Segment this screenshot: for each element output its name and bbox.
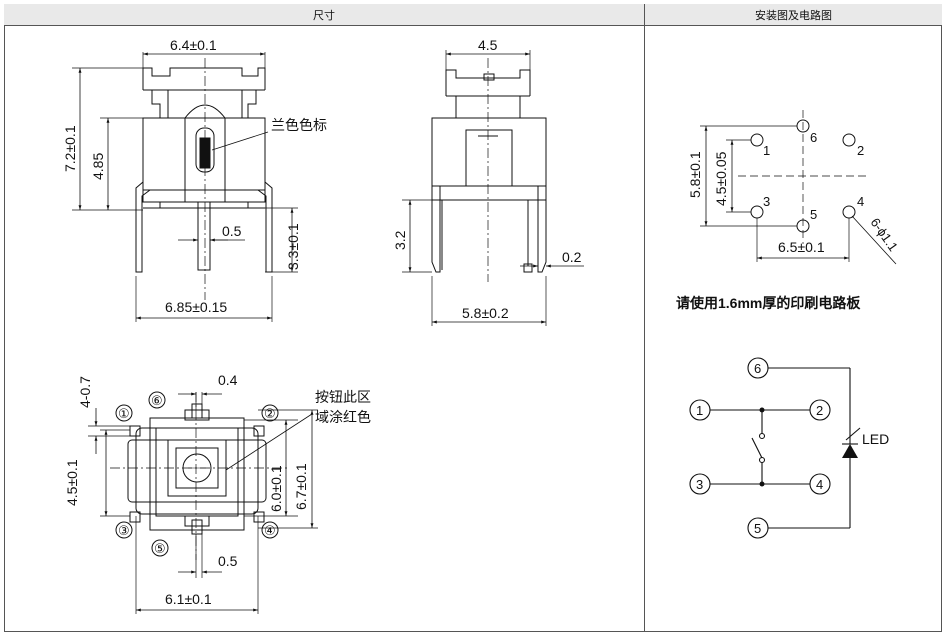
side-view xyxy=(72,52,298,322)
side-pin-width-label: 0.5 xyxy=(222,223,242,239)
bottom-dim-side-label: 4-0.7 xyxy=(77,376,93,408)
side-top-width-label: 6.4±0.1 xyxy=(170,37,217,53)
bottom-dim-bottom-label: 6.1±0.1 xyxy=(165,591,212,607)
install-hole-3: 3 xyxy=(763,194,770,209)
bottom-pin-5: ⑤ xyxy=(154,541,166,556)
circuit-diagram xyxy=(689,357,861,539)
bottom-pin-1: ① xyxy=(118,406,130,421)
column-divider xyxy=(644,4,645,632)
bottom-pin-4: ④ xyxy=(264,523,276,538)
install-hole-5: 5 xyxy=(810,207,817,222)
install-footprint xyxy=(700,110,897,265)
header-install-circuit-label: 安装图及电路图 xyxy=(755,8,832,22)
install-hole-1: 1 xyxy=(763,143,770,158)
junction-dot-bottom xyxy=(759,481,765,487)
bottom-dim-height-label: 4.5±0.1 xyxy=(64,459,80,506)
install-hole-dim-label: 6-ϕ1.1 xyxy=(868,215,901,254)
led-label: LED xyxy=(862,431,889,447)
led-diode-icon xyxy=(842,444,858,458)
front-top-width-label: 4.5 xyxy=(478,37,498,53)
side-total-height-label: 7.2±0.1 xyxy=(62,125,78,172)
side-color-marker-label: 兰色色标 xyxy=(271,117,327,133)
circuit-node-4: 4 xyxy=(816,477,823,492)
bottom-view xyxy=(88,391,318,614)
front-view xyxy=(402,50,584,326)
bottom-pin-2: ② xyxy=(264,406,276,421)
side-pin-length-label: 3.3±0.1 xyxy=(285,223,301,270)
install-dim-h-label: 6.5±0.1 xyxy=(778,239,825,255)
side-bottom-width-label: 6.85±0.15 xyxy=(165,299,227,315)
junction-dot-top xyxy=(759,407,765,413)
header-install-circuit: 安装图及电路图 xyxy=(645,4,942,26)
pcb-thickness-note: 请使用1.6mm厚的印刷电路板 xyxy=(676,295,861,311)
install-dim-v2-label: 4.5±0.05 xyxy=(713,151,729,206)
install-hole-6: 6 xyxy=(810,130,817,145)
header-dimensions-label: 尺寸 xyxy=(313,8,335,22)
circuit-node-1: 1 xyxy=(696,403,703,418)
circuit-node-6: 6 xyxy=(754,361,761,376)
button-area-label-line2: 域涂红色 xyxy=(315,409,371,425)
circuit-node-3: 3 xyxy=(696,477,703,492)
circuit-node-2: 2 xyxy=(816,403,823,418)
button-area-label-line1: 按钮此区 xyxy=(315,389,371,405)
circuit-node-5: 5 xyxy=(754,521,761,536)
front-bottom-width-label: 5.8±0.2 xyxy=(462,305,509,321)
front-pin-length-label: 3.2 xyxy=(392,230,408,250)
install-hole-2: 2 xyxy=(857,143,864,158)
install-hole-4: 4 xyxy=(857,194,864,209)
bottom-dim-top-label: 0.4 xyxy=(218,372,238,388)
side-body-height-label: 4.85 xyxy=(90,153,106,180)
install-dim-v1-label: 5.8±0.1 xyxy=(687,151,703,198)
bottom-dim-pin-label: 0.5 xyxy=(218,553,238,569)
bottom-dim-outer-label: 6.7±0.1 xyxy=(293,463,309,510)
bottom-pin-6: ⑥ xyxy=(151,393,163,408)
bottom-dim-inner-label: 6.0±0.1 xyxy=(268,465,284,512)
front-pin-tip-label: 0.2 xyxy=(562,249,582,265)
bottom-pin-3: ③ xyxy=(118,523,130,538)
header-dimensions: 尺寸 xyxy=(4,4,644,26)
